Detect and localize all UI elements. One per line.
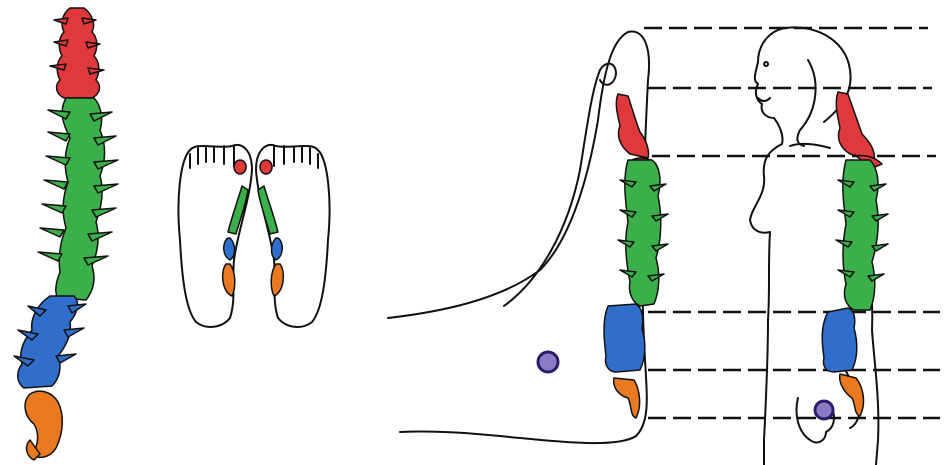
right-foot [256, 145, 330, 327]
feet-reflexology-map [178, 145, 329, 327]
circle-marker [538, 352, 558, 372]
foot-body-overlay [388, 27, 940, 465]
guide-lines [644, 28, 940, 418]
circle-marker [815, 401, 833, 419]
spine-diagram [14, 8, 118, 460]
spine-thoracic-region [38, 98, 118, 300]
left-foot [178, 145, 252, 327]
spine-cervical-region [50, 8, 104, 98]
spine-sacral-region [25, 391, 62, 460]
foot-side-outline [388, 31, 649, 443]
spine-lumbar-region [14, 296, 86, 388]
body-spine-overlay [822, 92, 888, 416]
